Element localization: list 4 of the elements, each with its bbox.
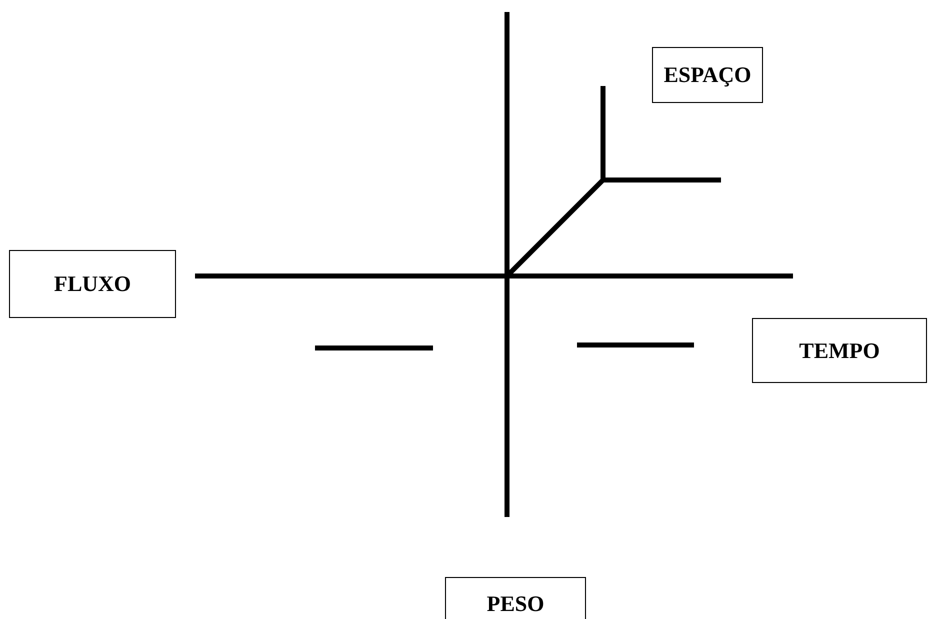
label-box: ESPAÇO <box>652 47 763 103</box>
label-box: FLUXO <box>9 250 176 318</box>
label-box: TEMPO <box>752 318 927 383</box>
label-box: PESO <box>445 577 586 619</box>
